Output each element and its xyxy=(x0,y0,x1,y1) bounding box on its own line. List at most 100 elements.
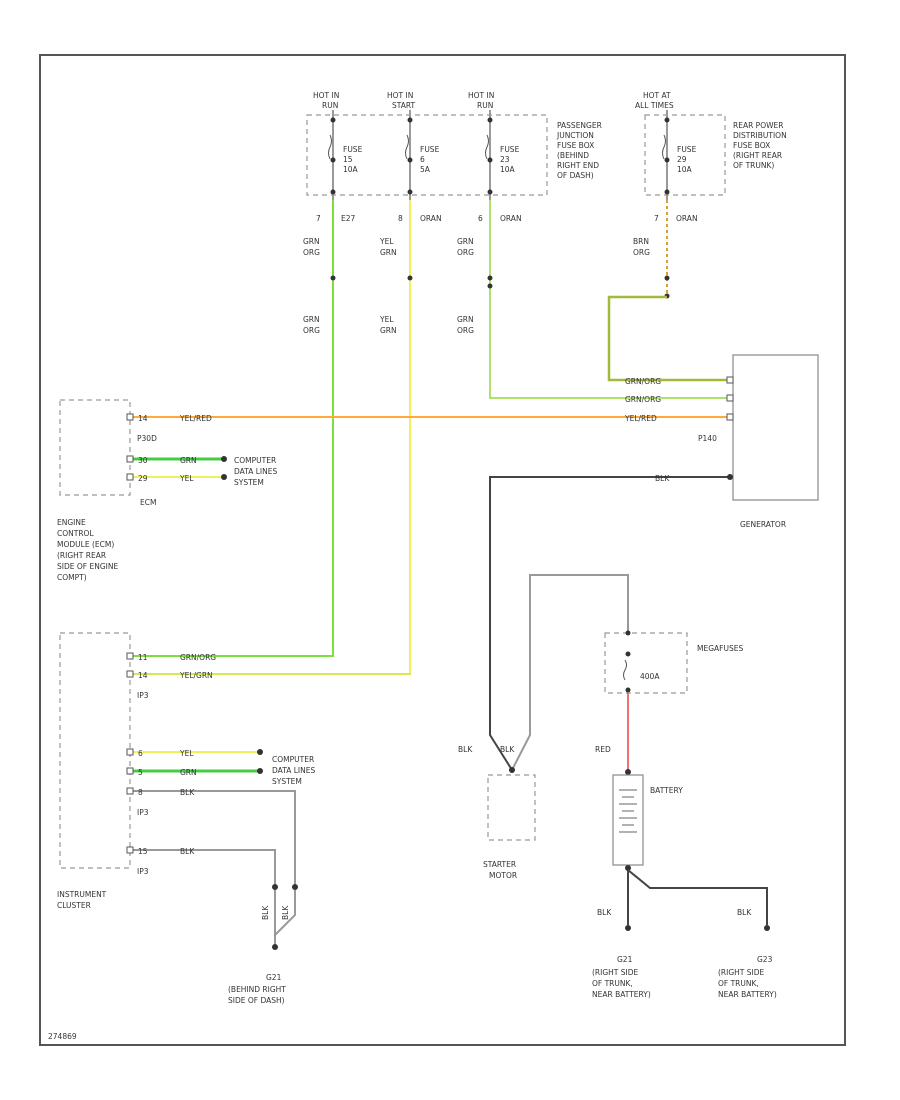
fuse-3-line-1: 23 xyxy=(500,155,510,164)
wire-1-label-b: ORG xyxy=(303,248,320,257)
ecm-wire-yel-red: YEL/RED xyxy=(179,414,212,423)
ground-g21-dash: BLK BLK G21 (BEHIND RIGHT SIDE OF DASH) xyxy=(228,884,298,1005)
megafuses-label: MEGAFUSES xyxy=(697,644,743,653)
fuse-4-line-0: FUSE xyxy=(677,145,697,154)
starter-label-0: STARTER xyxy=(483,860,516,869)
fuse-4-hot-label: HOT AT xyxy=(643,91,671,100)
fuse-1-pin-code: E27 xyxy=(341,214,356,223)
battery-ground-wire-2 xyxy=(627,869,768,925)
fuse-1: HOT IN RUN FUSE 15 10A 7 E27 xyxy=(313,91,363,223)
g2-code: G23 xyxy=(757,955,773,964)
cluster-connector: IP3 xyxy=(137,691,149,700)
fuse-1-hot-label: HOT IN xyxy=(313,91,339,100)
fuse-2-pin: 8 xyxy=(398,214,403,223)
ecm-pin-14: 14 xyxy=(138,414,148,423)
data-lines-1-b: DATA LINES xyxy=(234,467,277,476)
rear-label-2: FUSE BOX xyxy=(733,141,770,150)
rear-box-label: REAR POWER DISTRIBUTION FUSE BOX (RIGHT … xyxy=(733,121,787,170)
megafuse-rating: 400A xyxy=(640,672,660,681)
rear-power-distribution-box xyxy=(644,114,726,196)
fuse-3-pin: 6 xyxy=(478,214,483,223)
g2-label-1: OF TRUNK, xyxy=(718,979,759,988)
g21-label-1: SIDE OF DASH) xyxy=(228,996,285,1005)
fuse-4-pin: 7 xyxy=(654,214,659,223)
junction-label-1: JUNCTION xyxy=(556,131,594,140)
cluster-pin-2: 14 xyxy=(138,671,148,680)
passenger-junction-fuse-box xyxy=(306,114,548,196)
junction-label-5: OF DASH) xyxy=(557,171,594,180)
cluster-wire-2: YEL/GRN xyxy=(179,671,213,680)
ecm-label-4: SIDE OF ENGINE xyxy=(57,562,118,571)
wire-2-label-d: GRN xyxy=(380,326,397,335)
data-lines-2: COMPUTER DATA LINES SYSTEM xyxy=(272,755,315,786)
ecm-box xyxy=(59,399,131,496)
generator-wire-3: YEL/RED xyxy=(624,414,657,423)
fuse-4-pin-code: ORAN xyxy=(676,214,698,223)
ecm-label: ENGINE CONTROL MODULE (ECM) (RIGHT REAR … xyxy=(57,518,118,582)
generator-wire-1: GRN/ORG xyxy=(625,377,661,386)
cluster-wire-5: BLK xyxy=(180,788,195,797)
wire-2-label-c: YEL xyxy=(379,315,394,324)
fuse-1-line-0: FUSE xyxy=(343,145,363,154)
battery: BATTERY xyxy=(612,769,683,871)
generator-wire-2: GRN/ORG xyxy=(625,395,661,404)
fuse-2-pin-code: ORAN xyxy=(420,214,442,223)
data-lines-2-c: SYSTEM xyxy=(272,777,302,786)
cluster-pin-1: 11 xyxy=(138,653,148,662)
junction-label-2: FUSE BOX xyxy=(557,141,594,150)
cluster-pin-5: 8 xyxy=(138,788,143,797)
wire-2-label-a: YEL xyxy=(379,237,394,246)
wire-1-label-d: ORG xyxy=(303,326,320,335)
battery-label: BATTERY xyxy=(650,786,683,795)
fuse-1-pin: 7 xyxy=(316,214,321,223)
rear-label-4: OF TRUNK) xyxy=(733,161,774,170)
generator-label: GENERATOR xyxy=(740,520,786,529)
fuse-3-hot2-label: RUN xyxy=(477,101,493,110)
cluster-connector-2: IP3 xyxy=(137,808,149,817)
wire-1-label-c: GRN xyxy=(303,315,320,324)
battery-wire-red: RED xyxy=(595,745,611,754)
cluster-wire-yel-grn xyxy=(130,673,411,675)
cluster-wire-blk-2 xyxy=(130,849,276,885)
wire-3-label-c: GRN xyxy=(457,315,474,324)
fuse-2-line-2: 5A xyxy=(420,165,431,174)
starter-motor-box xyxy=(487,774,536,841)
ecm-label-1: CONTROL xyxy=(57,529,94,538)
ecm-pin-29: 29 xyxy=(138,474,148,483)
g1-wire: BLK xyxy=(597,908,612,917)
g21-wire-a: BLK xyxy=(261,905,270,920)
cluster-connector-3: IP3 xyxy=(137,867,149,876)
footer-code: 274869 xyxy=(48,1032,77,1041)
generator-wire-blk: BLK xyxy=(655,474,670,483)
wire-3-label-d: ORG xyxy=(457,326,474,335)
ecm-connector: P30D xyxy=(137,434,157,443)
g1-label-1: OF TRUNK, xyxy=(592,979,633,988)
generator-box xyxy=(732,354,819,501)
starter-label-1: MOTOR xyxy=(489,871,517,880)
junction-label-3: (BEHIND xyxy=(557,151,589,160)
data-lines-2-b: DATA LINES xyxy=(272,766,315,775)
ecm-label-0: ENGINE xyxy=(57,518,86,527)
ecm-label-2: MODULE (ECM) xyxy=(57,540,114,549)
ground-g1: BLK G21 (RIGHT SIDE OF TRUNK, NEAR BATTE… xyxy=(592,908,651,999)
g1-label-0: (RIGHT SIDE xyxy=(592,968,639,977)
wire-2-label-b: GRN xyxy=(380,248,397,257)
g1-label-2: NEAR BATTERY) xyxy=(592,990,651,999)
generator-connector: P140 xyxy=(698,434,717,443)
junction-label-0: PASSENGER xyxy=(557,121,602,130)
fuse-2-hot2-label: START xyxy=(392,101,416,110)
data-lines-2-a: COMPUTER xyxy=(272,755,314,764)
fuse-1-line-2: 10A xyxy=(343,165,359,174)
starter-feed-wire xyxy=(511,574,629,771)
fuse-1-symbol xyxy=(328,134,332,160)
g21-wire-b: BLK xyxy=(281,905,290,920)
rear-label-0: REAR POWER xyxy=(733,121,783,130)
wire-3-label-a: GRN xyxy=(457,237,474,246)
instrument-cluster-box xyxy=(59,632,131,869)
generator-blk-wire xyxy=(489,476,730,771)
starter-wire-a: BLK xyxy=(458,745,473,754)
wire-3-label-b: ORG xyxy=(457,248,474,257)
cluster-label-0: INSTRUMENT xyxy=(57,890,107,899)
data-lines-1-c: SYSTEM xyxy=(234,478,264,487)
